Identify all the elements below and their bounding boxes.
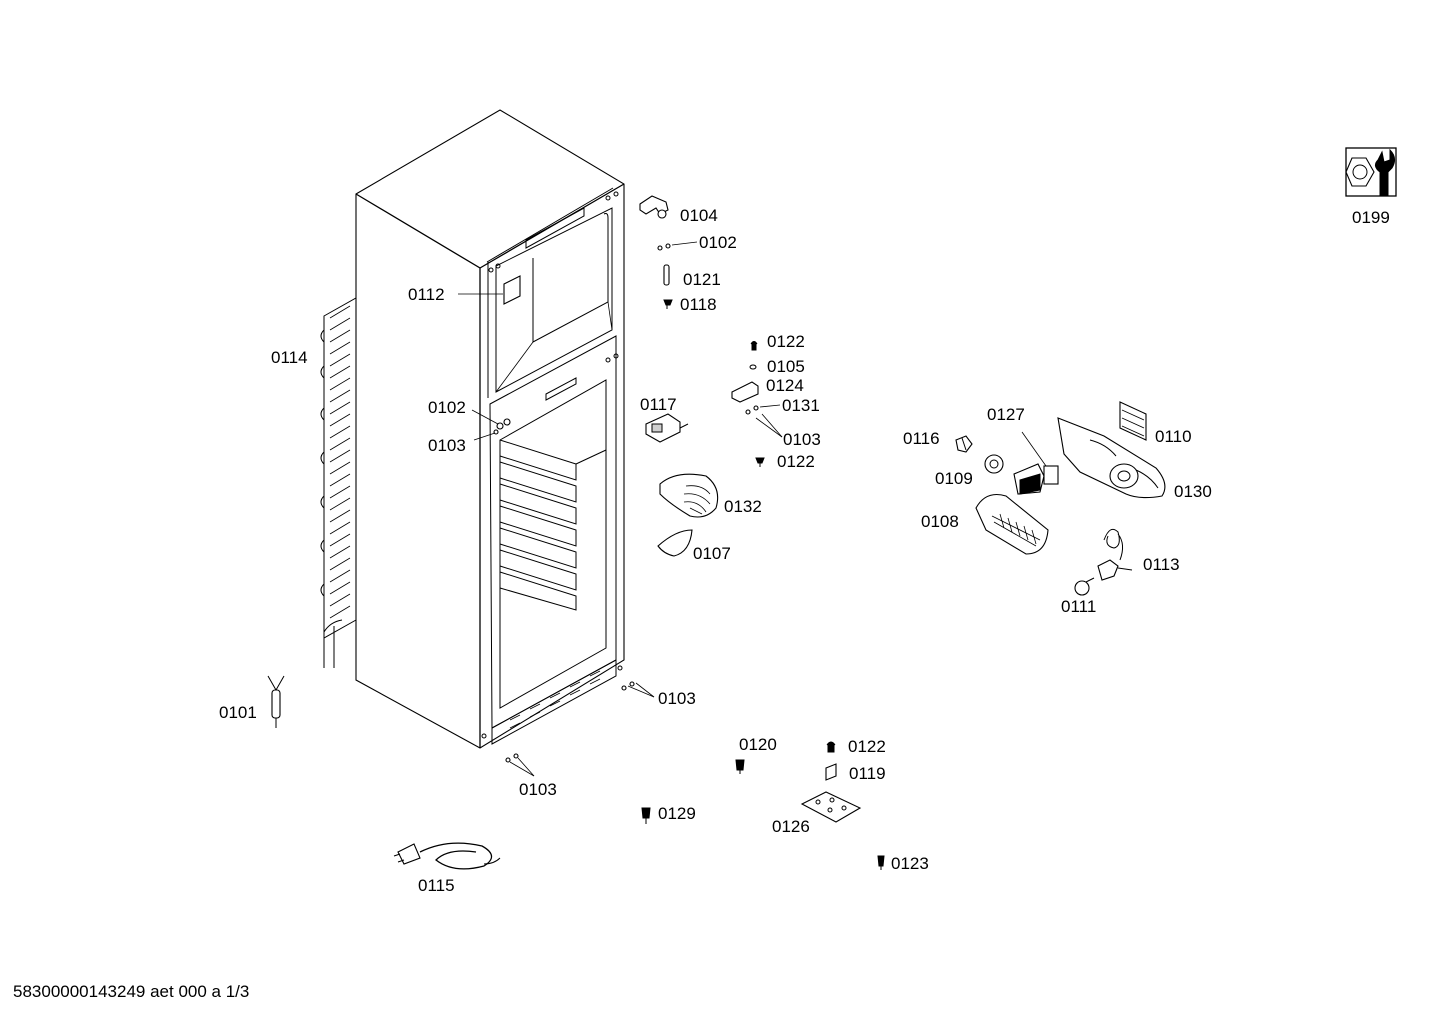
part-0124-bracket bbox=[731, 381, 759, 403]
part-0110-bracket bbox=[1119, 401, 1147, 441]
bottom-grill bbox=[491, 659, 617, 745]
part-0119-spacer bbox=[825, 763, 837, 781]
part-0114-condenser bbox=[320, 297, 357, 668]
label-0102: 0102 bbox=[699, 233, 737, 252]
part-0130-lamp-housing bbox=[1057, 417, 1166, 499]
label-0132: 0132 bbox=[724, 497, 762, 516]
label-0131: 0131 bbox=[782, 396, 820, 415]
part-0105-ring bbox=[749, 364, 757, 370]
part-0126-hinge-plate bbox=[800, 791, 862, 823]
label-0199: 0199 bbox=[1352, 208, 1390, 227]
label-0118: 0118 bbox=[680, 295, 717, 314]
label-0111: 0111 bbox=[1061, 597, 1097, 616]
label-0116: 0116 bbox=[903, 429, 940, 448]
part-0117-thermostat bbox=[645, 413, 689, 443]
label-0107: 0107 bbox=[693, 544, 731, 563]
part-0112-label-plate bbox=[503, 275, 521, 305]
part-0115-power-cord bbox=[393, 842, 501, 870]
part-0113-defrost-heater bbox=[1097, 528, 1133, 581]
freezer-shelves bbox=[499, 439, 607, 611]
part-0104-hinge bbox=[639, 195, 669, 219]
label-0101: 0101 bbox=[219, 703, 257, 722]
part-0111-bulb bbox=[1074, 577, 1095, 596]
label-0102: 0102 bbox=[428, 398, 466, 417]
label-0123: 0123 bbox=[891, 854, 929, 873]
label-0124: 0124 bbox=[766, 376, 804, 395]
label-0103: 0103 bbox=[428, 436, 466, 455]
screws-bottom-right bbox=[621, 681, 655, 698]
label-0114: 0114 bbox=[271, 348, 308, 367]
screws-bottom-left bbox=[505, 753, 535, 777]
part-0107-cover bbox=[657, 529, 693, 557]
label-0105: 0105 bbox=[767, 357, 805, 376]
label-0130: 0130 bbox=[1174, 482, 1212, 501]
label-0112: 0112 bbox=[408, 285, 445, 304]
service-tool-icon bbox=[1345, 147, 1397, 197]
part-0123-screw bbox=[877, 855, 885, 870]
part-0122-screw-c bbox=[826, 741, 836, 753]
part-0118-bushing bbox=[663, 299, 673, 309]
part-0121-pin bbox=[663, 264, 670, 286]
label-0110: 0110 bbox=[1155, 427, 1192, 446]
part-0129-screw bbox=[641, 807, 651, 824]
part-0116-lamp-socket bbox=[955, 435, 973, 453]
label-0103: 0103 bbox=[519, 780, 557, 799]
label-0121: 0121 bbox=[683, 270, 721, 289]
part-0109-knob bbox=[984, 454, 1004, 474]
screws-middle bbox=[471, 409, 511, 441]
label-0122: 0122 bbox=[848, 737, 886, 756]
label-0129: 0129 bbox=[658, 804, 696, 823]
label-0122: 0122 bbox=[777, 452, 815, 471]
label-0115: 0115 bbox=[418, 876, 455, 895]
part-0127-switch bbox=[1013, 431, 1059, 495]
label-0117: 0117 bbox=[640, 395, 677, 414]
part-0131-screws bbox=[745, 404, 781, 415]
label-0109: 0109 bbox=[935, 469, 973, 488]
document-id: 58300000143249 aet 000 a 1/3 bbox=[13, 982, 250, 1001]
part-0102-screws bbox=[657, 241, 698, 251]
label-0120: 0120 bbox=[739, 735, 777, 754]
part-0132-air-duct bbox=[659, 473, 719, 518]
label-0108: 0108 bbox=[921, 512, 959, 531]
label-0119: 0119 bbox=[849, 764, 886, 783]
part-0122-screw-a bbox=[750, 341, 758, 351]
label-0127: 0127 bbox=[987, 405, 1025, 424]
label-0104: 0104 bbox=[680, 206, 718, 225]
part-0120-screw bbox=[735, 759, 745, 774]
part-0103-screws-b bbox=[755, 413, 783, 438]
label-0126: 0126 bbox=[772, 817, 810, 836]
part-0101-drier bbox=[267, 675, 285, 728]
part-0108-lamp-cover bbox=[975, 493, 1049, 555]
refrigerator-cabinet bbox=[355, 109, 625, 749]
label-0103: 0103 bbox=[783, 430, 821, 449]
part-0122-screw-b bbox=[755, 457, 765, 467]
label-0103: 0103 bbox=[658, 689, 696, 708]
label-0122: 0122 bbox=[767, 332, 805, 351]
label-0113: 0113 bbox=[1143, 555, 1180, 574]
